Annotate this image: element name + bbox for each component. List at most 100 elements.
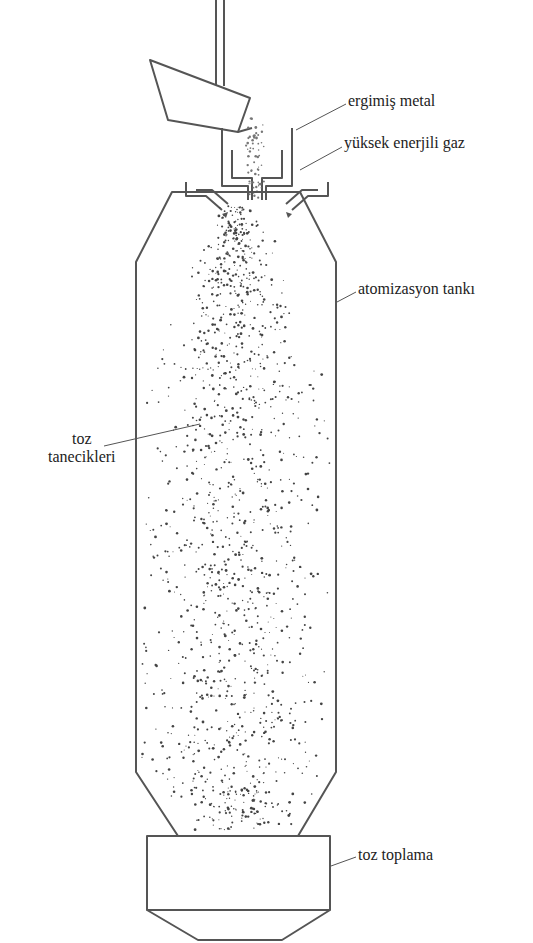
powder-particle — [214, 497, 215, 498]
powder-particle — [234, 207, 235, 208]
powder-particle — [270, 654, 271, 655]
powder-particle — [200, 351, 202, 353]
powder-particle — [230, 279, 232, 281]
powder-particle — [271, 284, 273, 286]
powder-particle — [264, 506, 266, 508]
metal-stream — [258, 174, 260, 176]
powder-particle — [262, 506, 264, 508]
powder-particle — [261, 276, 263, 278]
powder-particle — [214, 401, 215, 402]
powder-particle — [196, 420, 198, 422]
powder-particle — [220, 355, 222, 357]
powder-particle — [226, 230, 228, 232]
metal-stream — [255, 132, 257, 134]
metal-stream — [250, 118, 252, 120]
powder-particle — [145, 650, 147, 652]
powder-particle — [217, 258, 219, 260]
powder-particle — [214, 744, 215, 745]
powder-particle — [215, 273, 216, 274]
powder-particle — [253, 731, 256, 734]
powder-particle — [193, 507, 195, 509]
powder-particle — [178, 743, 180, 745]
powder-particle — [201, 315, 203, 317]
powder-particle — [226, 459, 227, 460]
powder-particle — [201, 695, 203, 697]
powder-particle — [262, 674, 263, 675]
powder-particle — [210, 577, 211, 578]
powder-particle — [230, 826, 232, 828]
powder-particle — [204, 563, 206, 565]
powder-particle — [196, 605, 199, 608]
powder-particle — [173, 551, 174, 552]
powder-particle — [203, 312, 204, 313]
metal-stream — [255, 186, 257, 188]
powder-particle — [260, 431, 262, 433]
powder-particle — [227, 517, 228, 518]
powder-particle — [221, 779, 223, 781]
powder-particle — [273, 618, 274, 619]
powder-particle — [311, 462, 313, 464]
powder-particle — [226, 690, 228, 692]
powder-particle — [213, 680, 215, 682]
powder-particle — [267, 664, 268, 665]
powder-particle — [166, 510, 167, 511]
powder-particle — [202, 656, 204, 658]
powder-particle — [178, 547, 180, 549]
powder-particle — [289, 386, 290, 387]
powder-particle — [204, 457, 206, 459]
powder-particle — [248, 398, 250, 400]
powder-particle — [223, 594, 224, 595]
powder-particle — [313, 370, 314, 371]
powder-particle — [267, 670, 269, 672]
powder-particle — [254, 400, 255, 401]
powder-particle — [282, 385, 284, 387]
powder-particle — [197, 728, 199, 730]
powder-particle — [230, 285, 232, 287]
powder-particle — [290, 739, 292, 741]
powder-particle — [205, 314, 206, 315]
powder-particle — [213, 806, 214, 807]
powder-particle — [233, 232, 236, 235]
powder-particle — [218, 614, 221, 617]
powder-particle — [261, 304, 263, 306]
powder-particle — [220, 595, 222, 597]
powder-particle — [234, 724, 235, 725]
powder-particle — [202, 680, 203, 681]
powder-particle — [168, 395, 169, 396]
powder-particle — [244, 660, 245, 661]
powder-particle — [203, 249, 205, 251]
powder-particle — [280, 526, 282, 528]
powder-particle — [259, 433, 262, 436]
metal-stream — [255, 137, 258, 140]
powder-particle — [168, 768, 171, 771]
powder-particle — [205, 680, 207, 682]
powder-particle — [244, 245, 247, 248]
powder-particle — [279, 716, 281, 718]
powder-particle — [229, 790, 231, 792]
powder-particle — [257, 376, 258, 377]
metal-stream — [254, 173, 257, 176]
powder-particle — [237, 219, 238, 220]
powder-particle — [233, 704, 235, 706]
powder-particle — [219, 662, 220, 663]
powder-particle — [270, 617, 271, 618]
powder-particle — [142, 663, 144, 665]
powder-particle — [223, 387, 226, 390]
powder-particle — [219, 415, 221, 417]
powder-particle — [218, 728, 221, 731]
powder-particle — [243, 614, 245, 616]
powder-particle — [253, 813, 255, 815]
powder-particle — [189, 498, 191, 500]
powder-particle — [233, 602, 235, 604]
powder-particle — [253, 522, 254, 523]
powder-particle — [228, 461, 230, 463]
powder-particle — [204, 464, 205, 465]
powder-particle — [206, 527, 209, 530]
powder-particle — [221, 423, 224, 426]
powder-particle — [281, 610, 284, 613]
powder-particle — [218, 688, 219, 689]
powder-particle — [267, 597, 270, 600]
powder-particle — [227, 453, 228, 454]
powder-particle — [239, 519, 241, 521]
powder-particle — [266, 592, 268, 594]
